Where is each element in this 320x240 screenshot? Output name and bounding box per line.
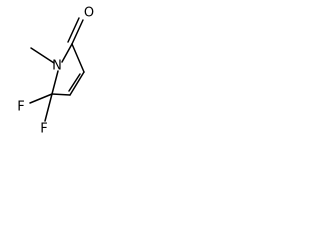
- molecule-structure-diagram: O N F F: [17, 6, 94, 137]
- bond-c5-f-lower: [44, 93, 53, 122]
- bond-c4-c5: [51, 93, 71, 96]
- bond-carbonyl-inner: [67, 17, 80, 43]
- oxygen-label: O: [84, 6, 94, 21]
- bond-c5-n: [51, 70, 59, 95]
- bond-n-c-carbonyl: [61, 43, 73, 63]
- bond-c5-f-left: [29, 93, 53, 104]
- bond-c3-c4-inner: [68, 73, 81, 92]
- fluorine-lower-label: F: [40, 122, 47, 137]
- bond-c-carbonyl-c3: [71, 43, 85, 73]
- bond-c3-c4-outer: [69, 71, 85, 96]
- nitrogen-label: N: [52, 59, 62, 74]
- bond-carbonyl-outer: [71, 19, 84, 45]
- fluorine-left-label: F: [17, 100, 24, 115]
- bond-n-methyl: [30, 47, 55, 64]
